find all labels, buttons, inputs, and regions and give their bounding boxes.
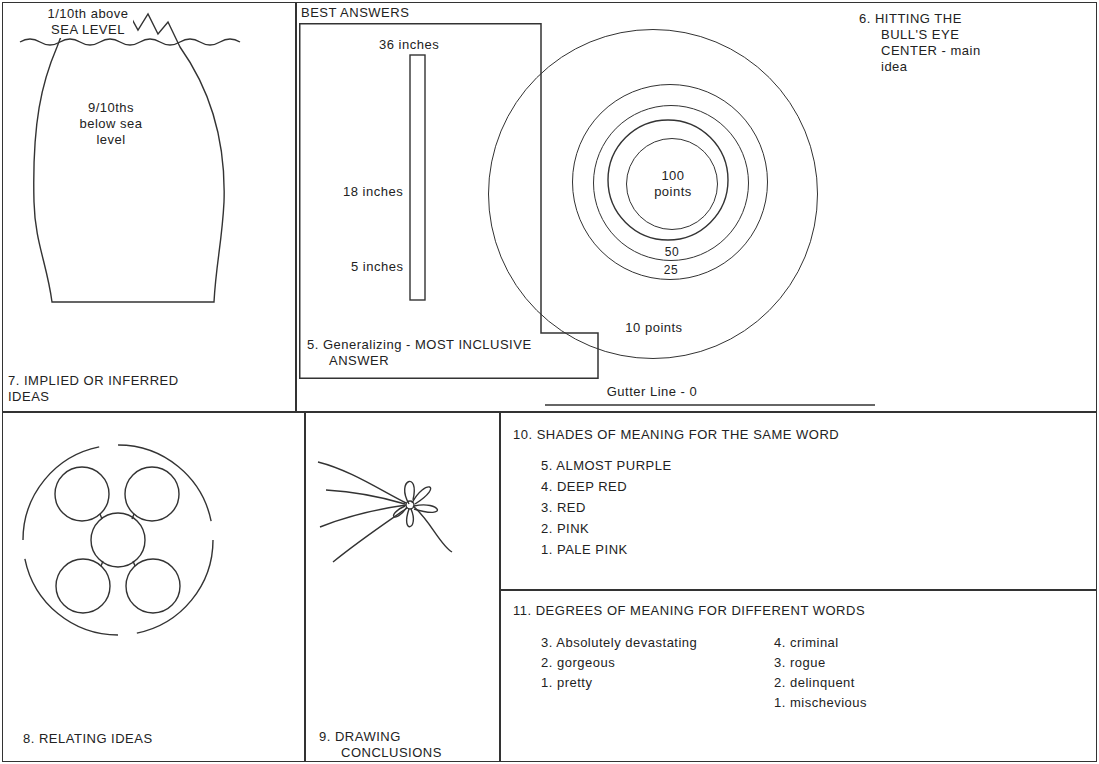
relating-link [101, 561, 103, 566]
label-text: 3. Absolutely devastating [541, 635, 697, 651]
relating-circle [125, 467, 179, 521]
relating-link [132, 514, 134, 519]
gutter-line [545, 404, 875, 405]
answers-outline [299, 23, 599, 379]
panel-box: 1/10th above SEA LEVEL 9/10ths below sea … [2, 2, 296, 412]
bow-drawing [318, 462, 452, 562]
ruler [410, 55, 425, 300]
label-text: 50 [657, 245, 687, 259]
label-text: Gutter Line - 0 [587, 384, 717, 400]
label-text: 5. Generalizing - MOST INCLUSIVE ANSWER [307, 337, 569, 369]
panel-box: 6. HITTING THE BULL'S EYE CENTER - main … [296, 2, 1097, 412]
panel-box: 8. RELATING IDEAS [2, 412, 305, 762]
relating-circle [126, 559, 180, 613]
label-text: 5. ALMOST PURPLE [541, 458, 672, 474]
label-text: 4. criminal [774, 635, 839, 651]
label-text: 3. rogue [774, 655, 826, 671]
label-text: 2. delinquent [774, 675, 855, 691]
panel-box: 11. DEGREES OF MEANING FOR DIFFERENT WOR… [500, 590, 1097, 762]
answers-box: BEST ANSWERS36 inches18 inches5 inches5.… [299, 23, 599, 379]
label-text: 10 points [604, 320, 704, 336]
relating-link [100, 514, 102, 519]
relating-circle [56, 559, 110, 613]
target-circle: 50 100 points [593, 105, 749, 261]
label-text: 1. pretty [541, 675, 592, 691]
label-text: 9/10ths below sea level [76, 100, 146, 148]
sea-level-wave [20, 39, 240, 45]
label-text: 9. DRAWING CONCLUSIONS [319, 729, 491, 761]
label-text: 10. SHADES OF MEANING FOR THE SAME WORD [513, 427, 839, 443]
label-text: 18 inches [343, 184, 403, 200]
relating-link [133, 561, 135, 566]
answers-outline-path [300, 24, 598, 379]
target-circle: 25 50 100 points [572, 84, 768, 280]
label-text: BEST ANSWERS [301, 5, 409, 21]
panel-box: 10. SHADES OF MEANING FOR THE SAME WORD 5… [500, 412, 1097, 590]
target-circle: 10 points 25 50 100 points [488, 29, 818, 359]
label-text: 1/10th above SEA LEVEL [43, 6, 133, 38]
label-text: 25 [656, 263, 686, 277]
bulls-eye: 100 points [626, 138, 718, 230]
label-text: 2. PINK [541, 521, 589, 537]
label-text: 3. RED [541, 500, 586, 516]
label-text: 100 points [648, 168, 698, 200]
label-text: 7. IMPLIED OR INFERRED IDEAS [8, 373, 208, 405]
label-text: 5 inches [351, 259, 403, 275]
iceberg [34, 10, 224, 302]
label-text: 6. HITTING THE BULL'S EYE CENTER - main … [859, 11, 1006, 75]
label-text: 2. gorgeous [541, 655, 615, 671]
relating-circle [91, 513, 145, 567]
label-text: 4. DEEP RED [541, 479, 627, 495]
target-ring [608, 120, 728, 240]
label-text: 1. PALE PINK [541, 542, 628, 558]
label-text: 8. RELATING IDEAS [23, 731, 153, 747]
label-text: 36 inches [379, 37, 439, 53]
label-text: 1. mischevious [774, 695, 867, 711]
label-text: 11. DEGREES OF MEANING FOR DIFFERENT WOR… [513, 603, 865, 619]
relating-circle [55, 467, 109, 521]
relating-outer-ring [23, 445, 213, 635]
panel-box: 9. DRAWING CONCLUSIONS [305, 412, 500, 762]
